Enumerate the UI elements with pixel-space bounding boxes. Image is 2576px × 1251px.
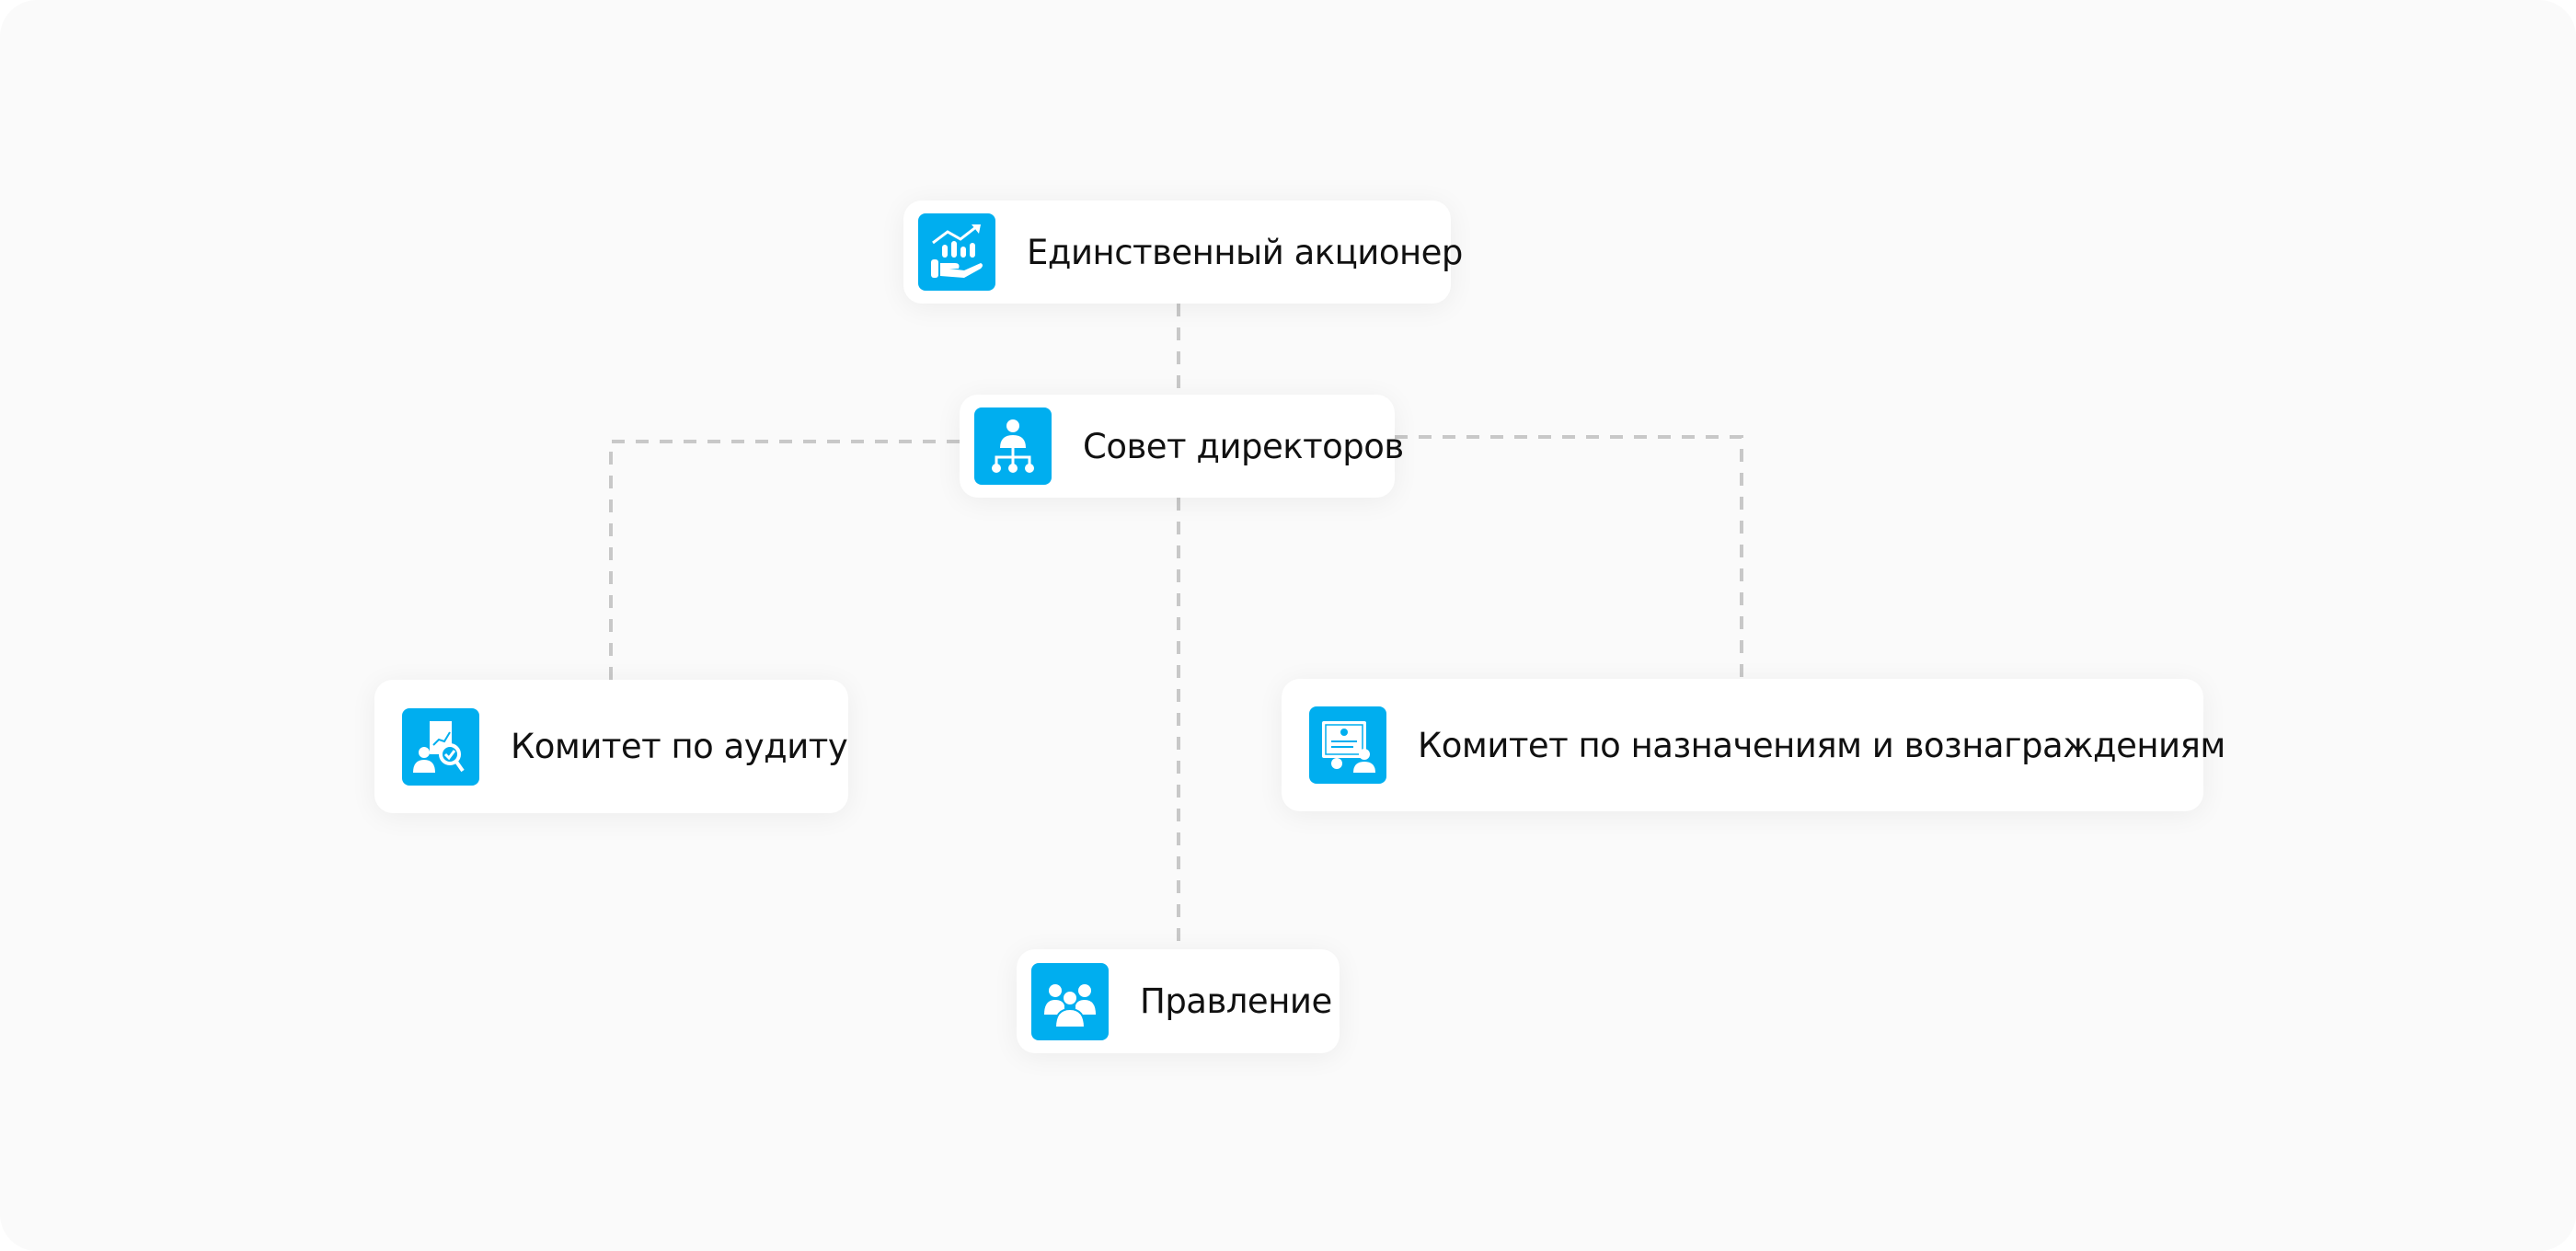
connector-board-audit: [609, 440, 960, 680]
investment-hand-icon: [918, 213, 995, 291]
certificate-icon: [1309, 706, 1386, 784]
node-management: Правление: [1017, 949, 1340, 1053]
org-structure-icon: [974, 407, 1052, 485]
node-label: Совет директоров: [1083, 426, 1404, 466]
node-shareholder: Единственный акционер: [903, 201, 1463, 304]
node-nominations: Комитет по назначениям и вознаграждениям: [1282, 679, 2225, 811]
node-label: Комитет по аудиту: [511, 727, 848, 766]
audit-icon: [402, 707, 479, 786]
node-label: Комитет по назначениям и вознаграждениям: [1418, 725, 2225, 765]
team-icon: [1031, 962, 1109, 1040]
node-label: Правление: [1140, 981, 1332, 1021]
node-label: Единственный акционер: [1027, 232, 1463, 272]
node-audit: Комитет по аудиту: [374, 680, 848, 813]
connector-board-nominations: [1395, 435, 1743, 679]
node-board: Совет директоров: [960, 395, 1404, 498]
